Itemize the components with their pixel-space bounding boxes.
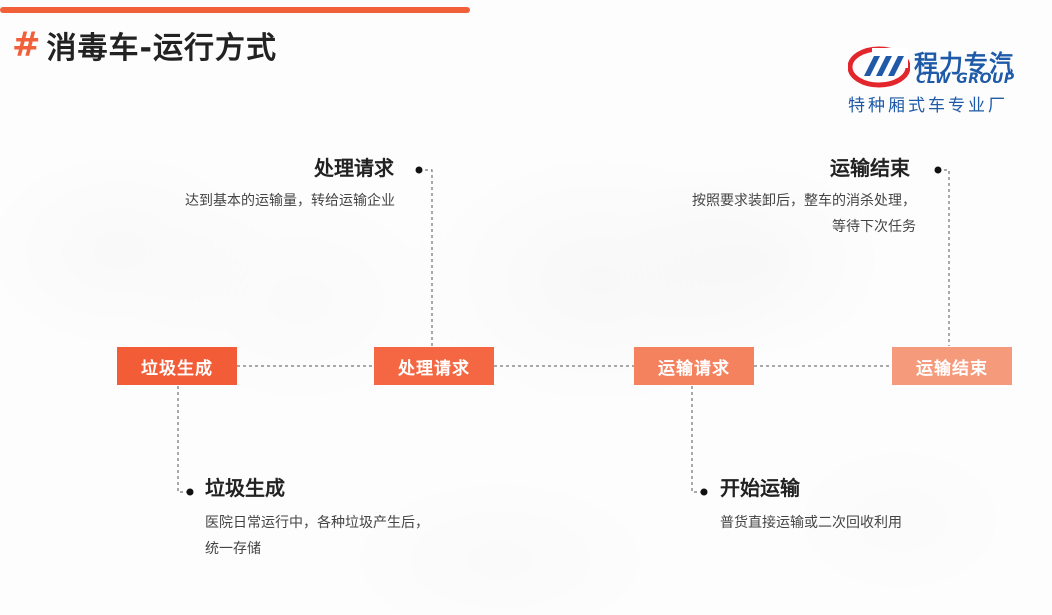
annotation-title-garbage-generate: 垃圾生成: [205, 476, 285, 500]
annotation-desc-line: 普货直接运输或二次回收利用: [720, 515, 902, 531]
flow-node-label: 运输结束: [916, 358, 988, 379]
logo-english-name: CLW GROUP: [916, 71, 1015, 87]
flow-node-transport-end: 运输结束: [892, 347, 1012, 385]
annotation-desc-process-request: 达到基本的运输量，转给运输企业: [185, 188, 395, 214]
flow-node-label: 垃圾生成: [141, 358, 213, 379]
flow-node-transport-request: 运输请求: [634, 347, 754, 385]
flow-node-garbage-generate: 垃圾生成: [117, 347, 237, 385]
annotation-desc-start-transport: 普货直接运输或二次回收利用: [720, 510, 902, 536]
flow-node-label: 运输请求: [658, 358, 730, 379]
annotation-title-process-request: 处理请求: [314, 156, 394, 180]
clw-logo-icon: [848, 46, 910, 88]
page-title: 消毒车-运行方式: [46, 31, 277, 66]
company-logo: 程力专汽 CLW GROUP 特种厢式车专业厂: [846, 44, 1052, 116]
annotation-title-start-transport: 开始运输: [720, 476, 800, 500]
annotation-desc-line: 医院日常运行中，各种垃圾产生后，: [205, 515, 429, 531]
annotation-desc-line: 统一存储: [205, 541, 261, 557]
logo-tagline: 特种厢式车专业厂: [848, 96, 1008, 116]
logo-chinese-name: 程力专汽: [914, 50, 1014, 78]
flow-node-label: 处理请求: [398, 358, 470, 379]
annotation-desc-transport-end: 按照要求装卸后，整车的消杀处理， 等待下次任务: [692, 188, 916, 240]
title-row: # 消毒车-运行方式: [12, 24, 277, 66]
flow-node-process-request: 处理请求: [374, 347, 494, 385]
annotation-desc-garbage-generate: 医院日常运行中，各种垃圾产生后， 统一存储: [205, 510, 429, 562]
annotation-desc-line: 达到基本的运输量，转给运输企业: [185, 193, 395, 209]
top-accent-bar: [0, 7, 470, 13]
annotation-desc-line: 等待下次任务: [832, 219, 916, 235]
annotation-title-transport-end: 运输结束: [830, 156, 910, 180]
annotation-desc-line: 按照要求装卸后，整车的消杀处理，: [692, 193, 916, 209]
hash-icon: #: [12, 25, 41, 65]
